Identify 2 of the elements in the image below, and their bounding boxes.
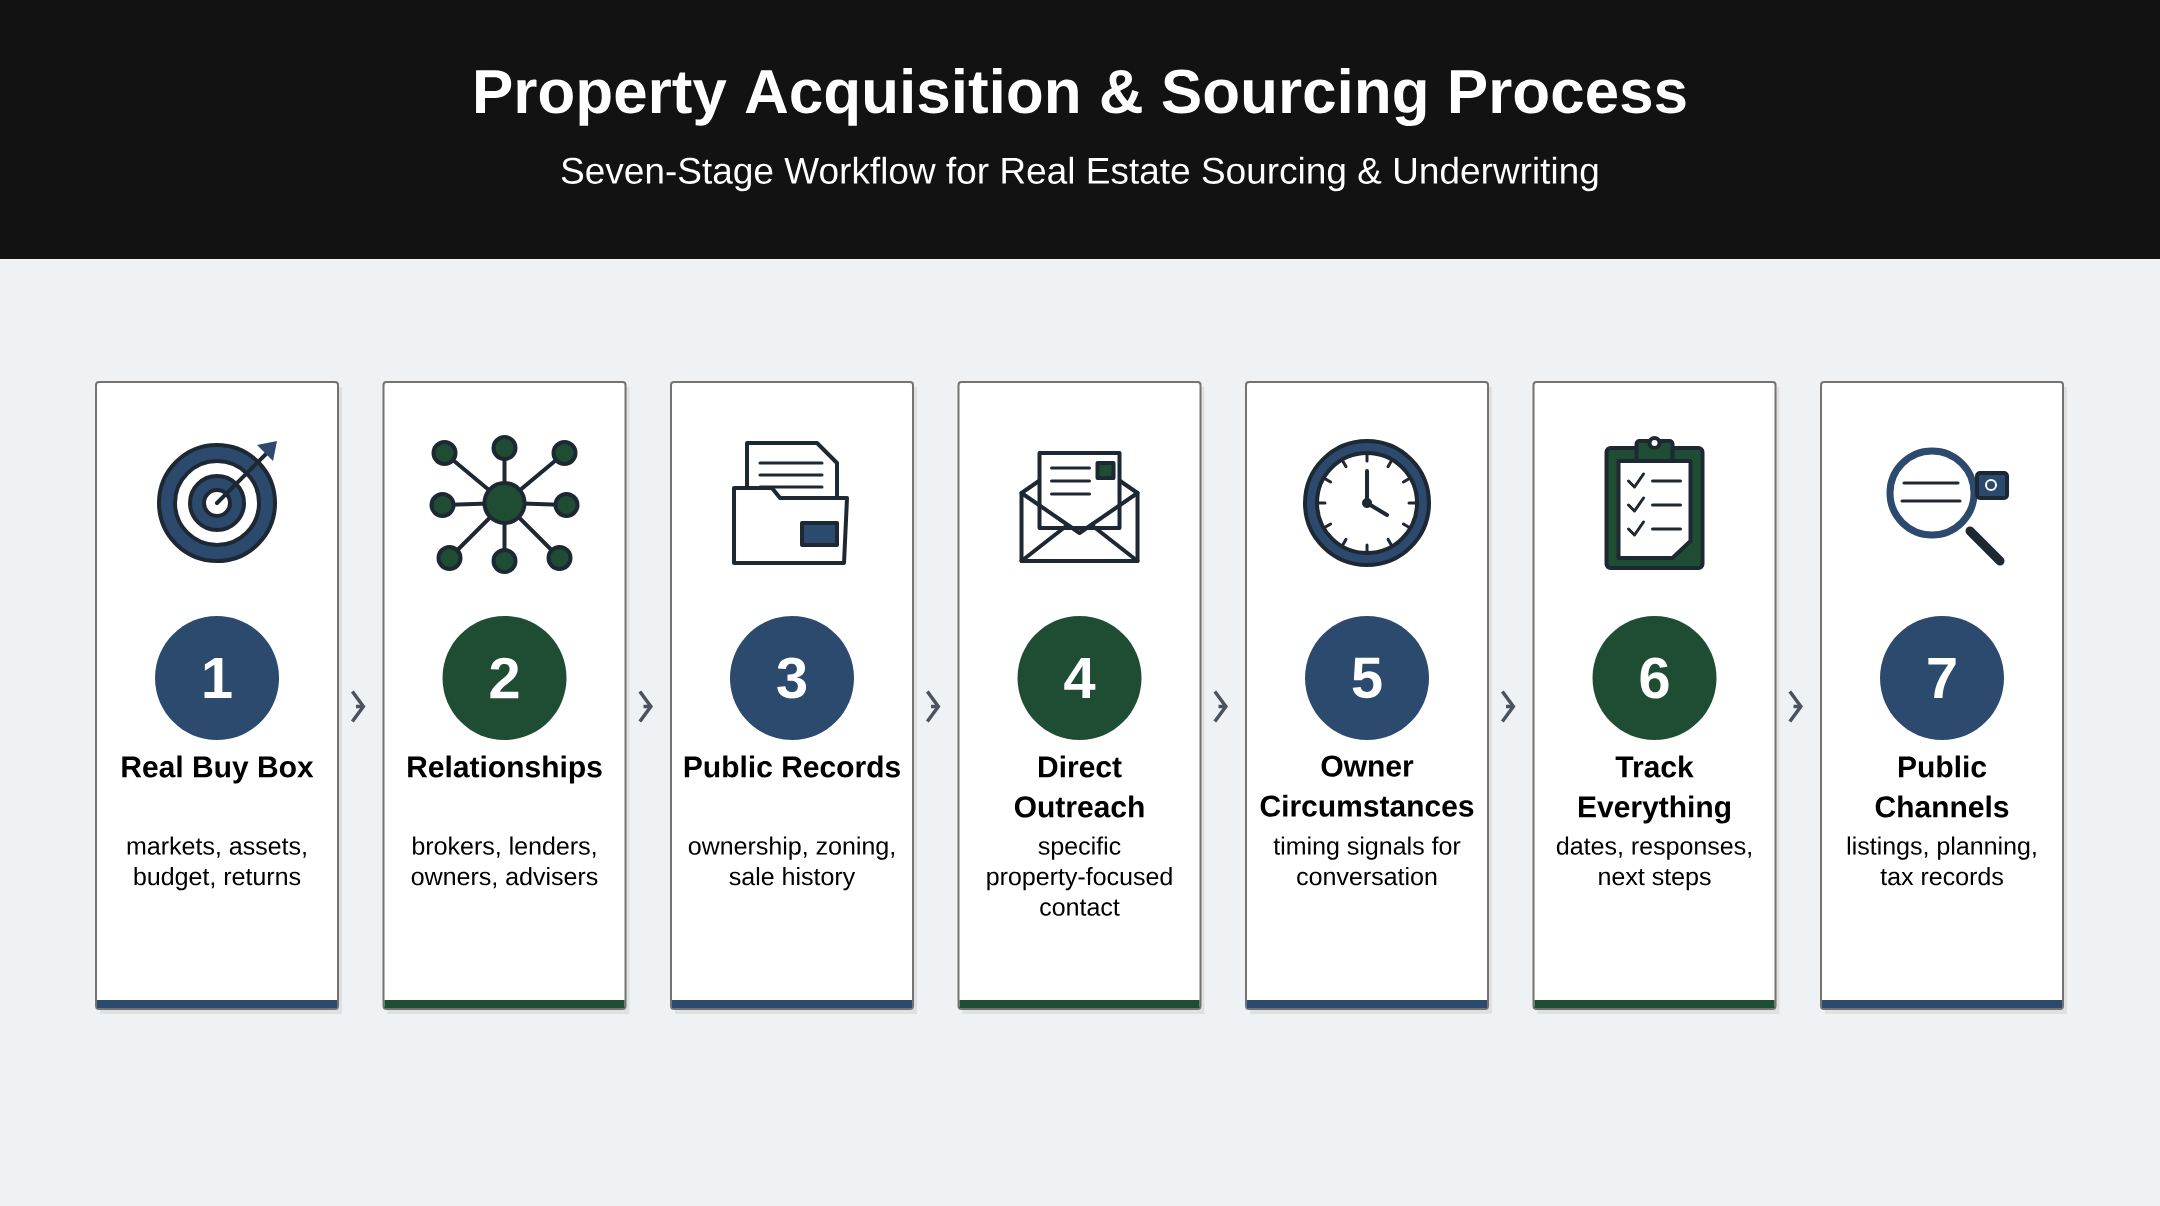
subtitle: Seven-Stage Workflow for Real Estate Sourcing & Underwriting — [561, 156, 1598, 192]
title: Property Acquisition & Sourcing Process — [476, 67, 1686, 127]
